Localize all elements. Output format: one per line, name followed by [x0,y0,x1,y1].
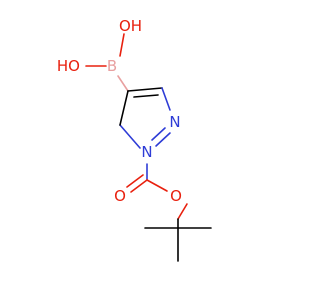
bond-carbonyl-o-double-1 [130,179,148,193]
bond-c4-c5 [127,87,163,92]
hydroxyl-left-label: HO [57,57,80,75]
bond-carbonyl-o-double-2 [126,174,144,188]
boc-group: O O [114,163,212,262]
bond-n1-c3 [119,124,141,149]
boronic-acid-group: OH HO B [57,17,142,92]
bond-b-c4 [117,75,129,92]
bond-c4-c5-inner [133,94,159,98]
bond-o-tbutyl [177,203,188,220]
boron-label: B [107,57,117,75]
bond-b-o-top [119,33,125,57]
bond-carbonyl-o-ester [146,179,168,192]
carbonyl-oxygen-label: O [114,187,126,205]
bond-c3-c4 [119,90,129,126]
ring-nitrogen-label: N [169,113,180,131]
pyrazole-ring: N N [119,87,181,161]
substituted-nitrogen-label: N [141,143,152,161]
bond-n2-n1-inner [151,127,166,141]
ester-oxygen-label: O [170,187,182,205]
bond-c5-n2 [161,87,171,111]
bond-n2-n1 [155,132,171,147]
molecule-structure: OH HO B N N O [57,17,212,262]
hydroxyl-top-label: OH [119,17,142,35]
